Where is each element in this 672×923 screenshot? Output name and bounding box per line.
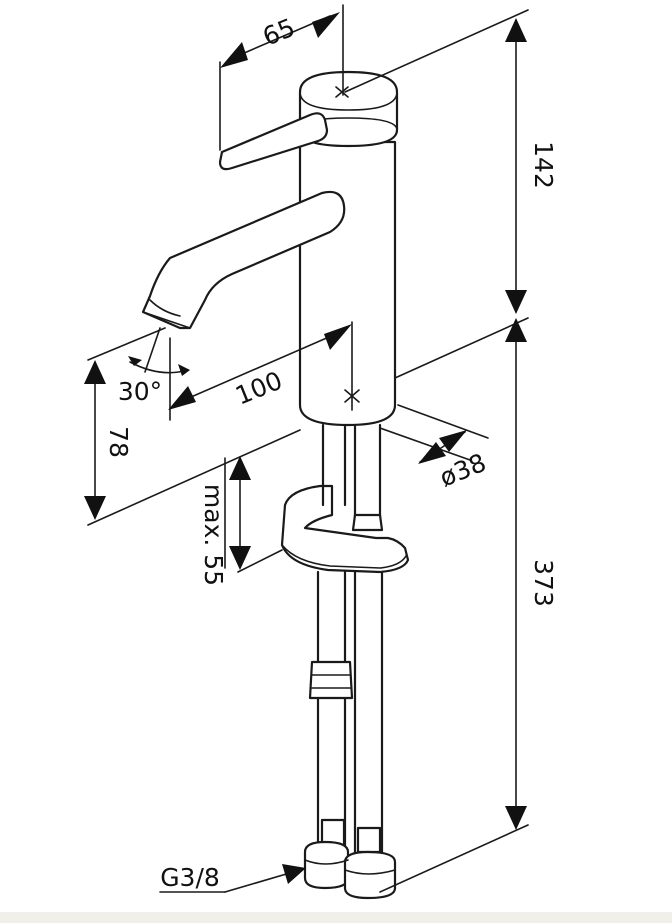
label-spout-height: 78: [104, 426, 133, 458]
dim-deck-thickness: [224, 456, 283, 573]
dim-spout-height: [84, 327, 301, 526]
label-connection-thread: G3/8: [160, 863, 220, 892]
bottom-band: [0, 912, 672, 923]
deck-bracket: [280, 484, 410, 574]
dim-spout-angle: [128, 327, 190, 376]
dim-hose-length: [379, 317, 529, 893]
dim-body-height: [344, 9, 529, 314]
label-spout-projection: 100: [231, 366, 286, 411]
thread-connectors: [303, 840, 397, 900]
dim-connection-thread: [159, 864, 306, 893]
label-handle-reach: 65: [259, 13, 299, 52]
supply-pipes: [308, 423, 384, 862]
dim-body-diameter: [379, 404, 489, 464]
label-spout-angle: 30°: [118, 377, 162, 406]
label-hose-length: 373: [529, 559, 558, 607]
dim-spout-projection: [168, 321, 360, 421]
spout: [141, 190, 346, 330]
label-deck-thickness: max. 55: [199, 484, 228, 586]
handle-lever: [218, 112, 329, 171]
label-body-height: 142: [529, 141, 558, 189]
dim-handle-reach: [219, 4, 349, 151]
